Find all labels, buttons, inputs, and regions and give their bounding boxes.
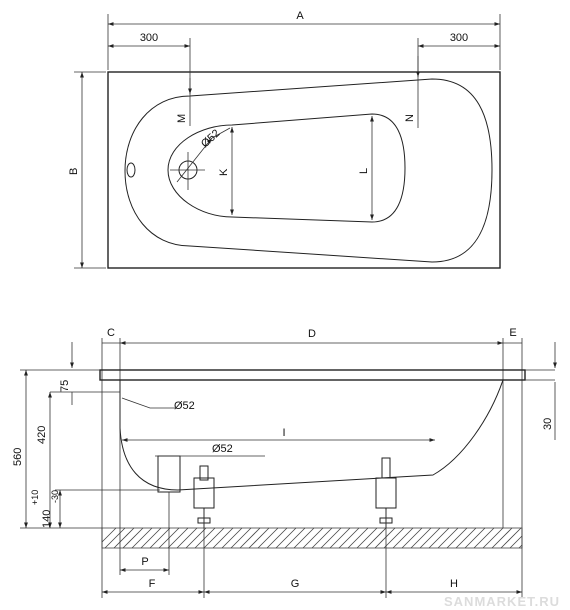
floor-hatch-line — [176, 527, 198, 549]
floor-hatch-line — [347, 527, 369, 549]
floor-hatch-line — [329, 527, 351, 549]
floor-hatch-line — [257, 527, 279, 549]
watermark: SANMARKET.RU — [444, 594, 560, 609]
inner-bottom-contour — [167, 113, 406, 223]
dim-i-label: I — [282, 427, 285, 439]
floor-hatch-line — [149, 527, 171, 549]
floor-hatch-line — [392, 527, 414, 549]
top-view: Ø52 A 300 300 M N K L B — [68, 10, 501, 269]
floor-hatch-line — [374, 527, 396, 549]
tol-plus-label: +10 — [30, 490, 40, 505]
tub-body-profile — [119, 379, 504, 491]
dim-m-label: M — [176, 114, 188, 123]
tol-minus-label: -30 — [50, 490, 60, 503]
floor-hatch-line — [419, 527, 441, 549]
floor-hatch-line — [230, 527, 252, 549]
dim-300-right-label: 300 — [450, 32, 468, 44]
floor-hatch-line — [509, 535, 523, 549]
dim-f-label: F — [149, 578, 156, 590]
floor-hatch-line — [101, 527, 117, 543]
drain-pipe — [157, 455, 181, 493]
floor-hatch-line — [284, 527, 306, 549]
dim-420-label: 420 — [36, 426, 48, 444]
dim-140-label: 140 — [41, 510, 53, 528]
floor-hatch-line — [185, 527, 207, 549]
floor-hatch-line — [302, 527, 324, 549]
dim-c-label: C — [107, 327, 115, 339]
side-view: C D E 30 560 420 75 140 +10 -30 — [12, 327, 560, 609]
floor-hatch-line — [221, 527, 243, 549]
floor-hatch-line — [311, 527, 333, 549]
floor-hatch-line — [203, 527, 225, 549]
floor-hatch-line — [518, 544, 523, 549]
dim-g-label: G — [291, 578, 300, 590]
floor-hatch-line — [491, 527, 513, 549]
dim-p-label: P — [141, 556, 148, 568]
floor-hatch-line — [122, 527, 144, 549]
drain-diameter-side-label: Ø52 — [212, 443, 233, 455]
floor-hatch-line — [275, 527, 297, 549]
floor-hatch-line — [428, 527, 450, 549]
floor-hatch-line — [383, 527, 405, 549]
floor-hatch-line — [401, 527, 423, 549]
dim-k-label: K — [218, 168, 230, 176]
dim-75-label: 75 — [59, 380, 71, 392]
drain-diameter-label: Ø52 — [199, 127, 222, 150]
overflow-hole — [126, 162, 136, 178]
floor-hatch-line — [482, 527, 504, 549]
dim-d-label: D — [308, 328, 316, 340]
dim-n-label: N — [404, 114, 416, 122]
floor-hatch-line — [365, 527, 387, 549]
floor-hatch-line — [410, 527, 432, 549]
floor-hatch-line — [167, 527, 189, 549]
floor-hatch-line — [500, 527, 522, 549]
dim-30-label: 30 — [542, 418, 554, 430]
basin-contour — [124, 78, 493, 263]
floor-hatch-line — [338, 527, 360, 549]
floor-hatch-line — [437, 527, 459, 549]
floor-hatch-line — [248, 527, 270, 549]
floor-hatch-line — [446, 527, 468, 549]
floor-hatch-line — [104, 527, 126, 549]
dim-a-label: A — [296, 10, 304, 22]
dim-h-label: H — [450, 578, 458, 590]
floor-hatch-line — [320, 527, 342, 549]
floor-hatch-line — [239, 527, 261, 549]
dim-300-left-label: 300 — [140, 32, 158, 44]
floor-hatch-line — [455, 527, 477, 549]
floor-hatch-line — [293, 527, 315, 549]
floor-hatch-line — [356, 527, 378, 549]
overflow-diameter-label: Ø52 — [174, 400, 195, 412]
dim-e-label: E — [509, 327, 516, 339]
floor-hatch-line — [473, 527, 495, 549]
floor-hatch-line — [194, 527, 216, 549]
floor-hatch-line — [131, 527, 153, 549]
floor-hatch-line — [140, 527, 162, 549]
dim-l-label: L — [358, 168, 370, 174]
tub-rim — [99, 369, 526, 381]
dim-b-label: B — [68, 168, 80, 175]
floor-hatch-line — [212, 527, 234, 549]
floor-hatch-line — [464, 527, 486, 549]
tub-outline-top — [107, 71, 501, 269]
floor-hatch-line — [266, 527, 288, 549]
floor-hatch-line — [113, 527, 135, 549]
dim-560-label: 560 — [12, 448, 24, 466]
